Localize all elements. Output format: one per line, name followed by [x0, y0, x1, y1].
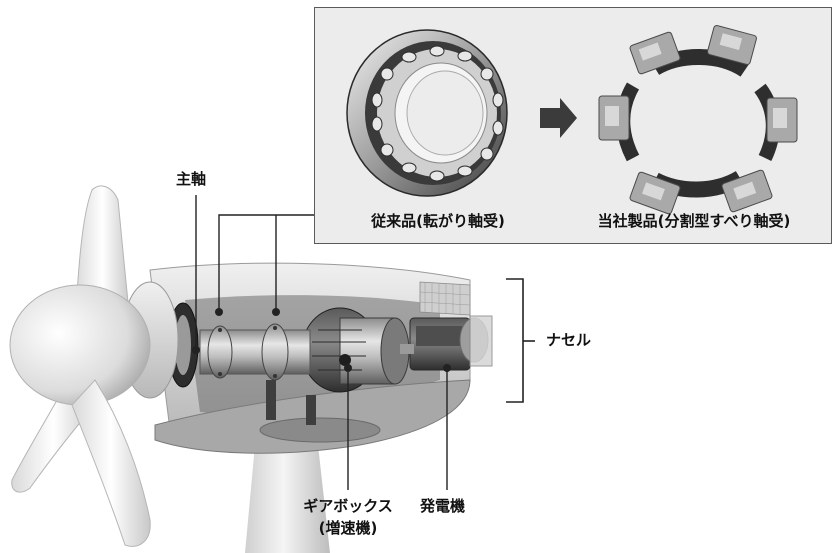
split-bearing-label: 当社製品(分割型すべり軸受) [597, 212, 791, 230]
bolts [218, 326, 277, 378]
support-leg-1 [266, 380, 276, 420]
tower [245, 445, 330, 553]
bearing-illustrations [346, 24, 798, 215]
nacelle-bracket [506, 278, 524, 403]
rear-panel [469, 315, 493, 367]
segmented-journal-bearing-icon [598, 24, 798, 215]
gearbox-port [339, 354, 351, 366]
grille-mesh [419, 282, 471, 315]
right-arrow-icon [540, 98, 577, 138]
nacelle-label: ナセル [546, 331, 592, 349]
blade-left [11, 394, 96, 493]
high-speed-shaft [400, 344, 414, 354]
gearbox-label: ギアボックス [303, 497, 393, 515]
roller-bearing-icon [346, 29, 508, 197]
generator-top [416, 326, 462, 346]
bearing-housing-front [207, 325, 233, 379]
callout-lines [195, 195, 448, 490]
bearing-housing-rear [261, 323, 289, 381]
blade-front [71, 379, 151, 547]
gearbox-sublabel: (増速機) [318, 519, 378, 537]
rear-grille [419, 281, 471, 316]
bearing-comparison-inset [314, 7, 832, 244]
generator-label: 発電機 [420, 497, 466, 515]
callout-dots [192, 308, 451, 372]
yaw-ring [259, 417, 381, 443]
gearbox-ribs [312, 329, 366, 371]
conventional-bearing-label: 従来品(転がり軸受) [371, 212, 505, 230]
main-shaft-label: 主軸 [176, 170, 207, 188]
slew-ring-inner [175, 315, 191, 375]
support-leg-2 [306, 395, 316, 425]
hub [9, 284, 151, 406]
